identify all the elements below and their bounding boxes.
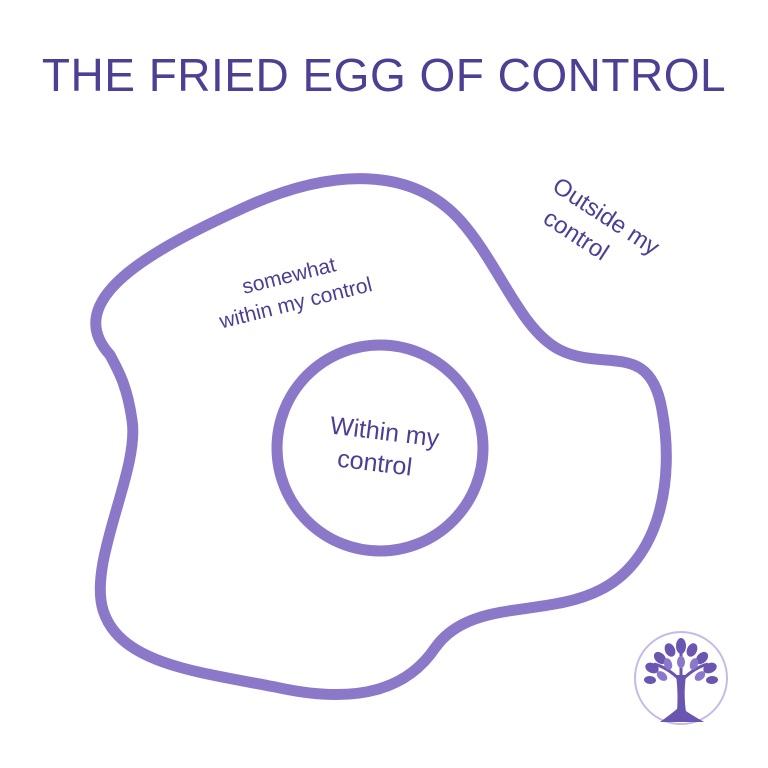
page-title: THE FRIED EGG OF CONTROL xyxy=(41,49,727,101)
egg-white-outline xyxy=(90,173,672,701)
yolk-outline xyxy=(271,339,489,557)
tree-of-life-icon xyxy=(634,631,728,725)
inner-zone-label-line2: control xyxy=(336,445,414,482)
